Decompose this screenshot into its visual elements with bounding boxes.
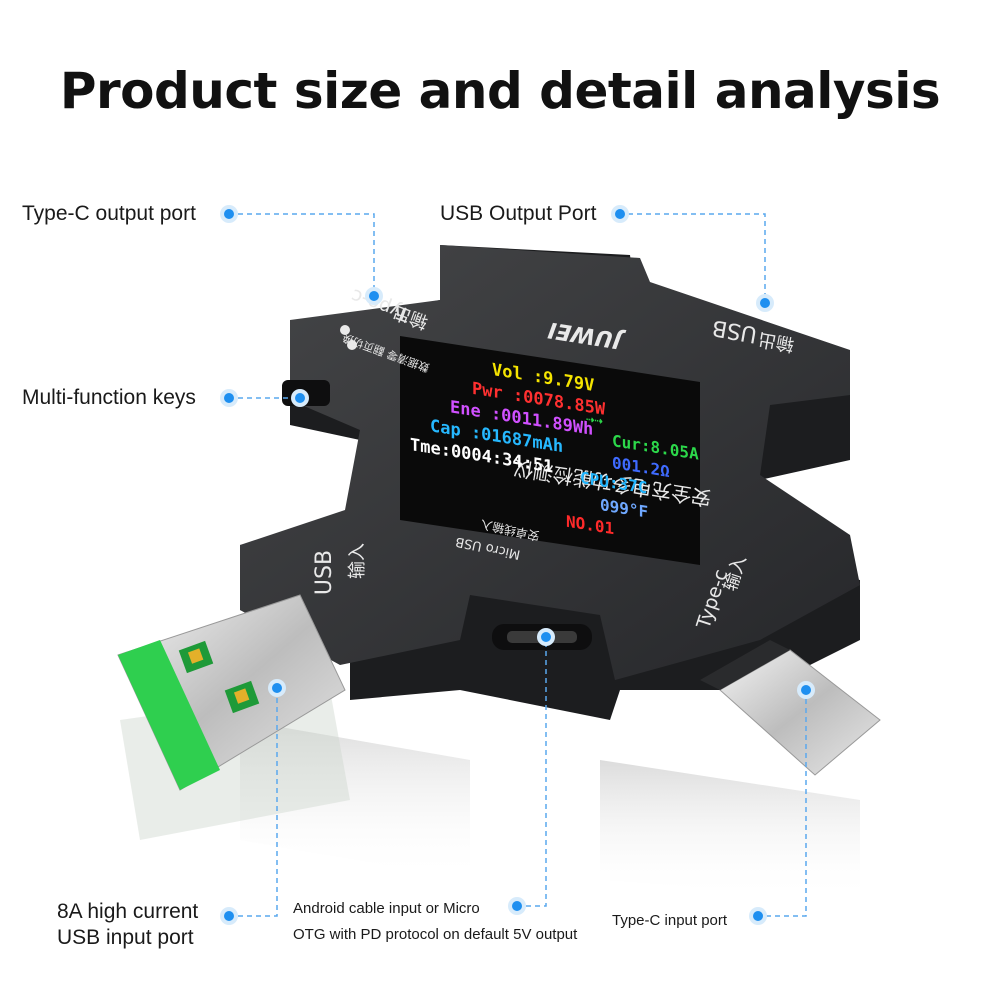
status-led [340, 325, 350, 335]
label-micro-1: Android cable input or Micro [293, 900, 480, 917]
marker-dot-usb-input [220, 907, 238, 925]
label-typec-output: Type-C output port [22, 202, 196, 225]
marker-dot-micro [508, 897, 526, 915]
usb-a-tongue [118, 640, 220, 790]
screen-no: NO.01 [566, 511, 615, 539]
marker-dot-typec-input [749, 907, 767, 925]
status-led [347, 340, 357, 350]
label-usb-output: USB Output Port [440, 202, 597, 225]
marker-dot-usb-plug [268, 679, 286, 697]
reflection [240, 720, 470, 880]
label-typec-input: Type-C input port [612, 912, 728, 929]
marker-dot-micro-port [537, 628, 555, 646]
device-label-usb-in: USB [312, 549, 338, 596]
marker-dot-typec-output-port [365, 287, 383, 305]
screen-arrow-icon: ⇢⇢ [586, 410, 603, 430]
marker-dot-usb-output [611, 205, 629, 223]
marker-dot-multi-keys [220, 389, 238, 407]
marker-dot-key [291, 389, 309, 407]
device-label-usb-in-cn: 输入 [347, 543, 368, 579]
typec-plug-base [700, 640, 790, 690]
marker-dot-typec-output [220, 205, 238, 223]
marker-dot-typec-plug [797, 681, 815, 699]
screen-bezel [400, 336, 700, 565]
label-usb-input-1: 8A high current [57, 900, 199, 923]
usb-a-hole-inner [187, 648, 204, 664]
marker-dot-usb-output-port [756, 294, 774, 312]
label-multi-keys: Multi-function keys [22, 386, 196, 409]
page-title: Product size and detail analysis [59, 62, 941, 120]
label-micro-2: OTG with PD protocol on default 5V outpu… [293, 926, 578, 943]
label-usb-input-2: USB input port [57, 926, 194, 949]
reflection [600, 760, 860, 900]
